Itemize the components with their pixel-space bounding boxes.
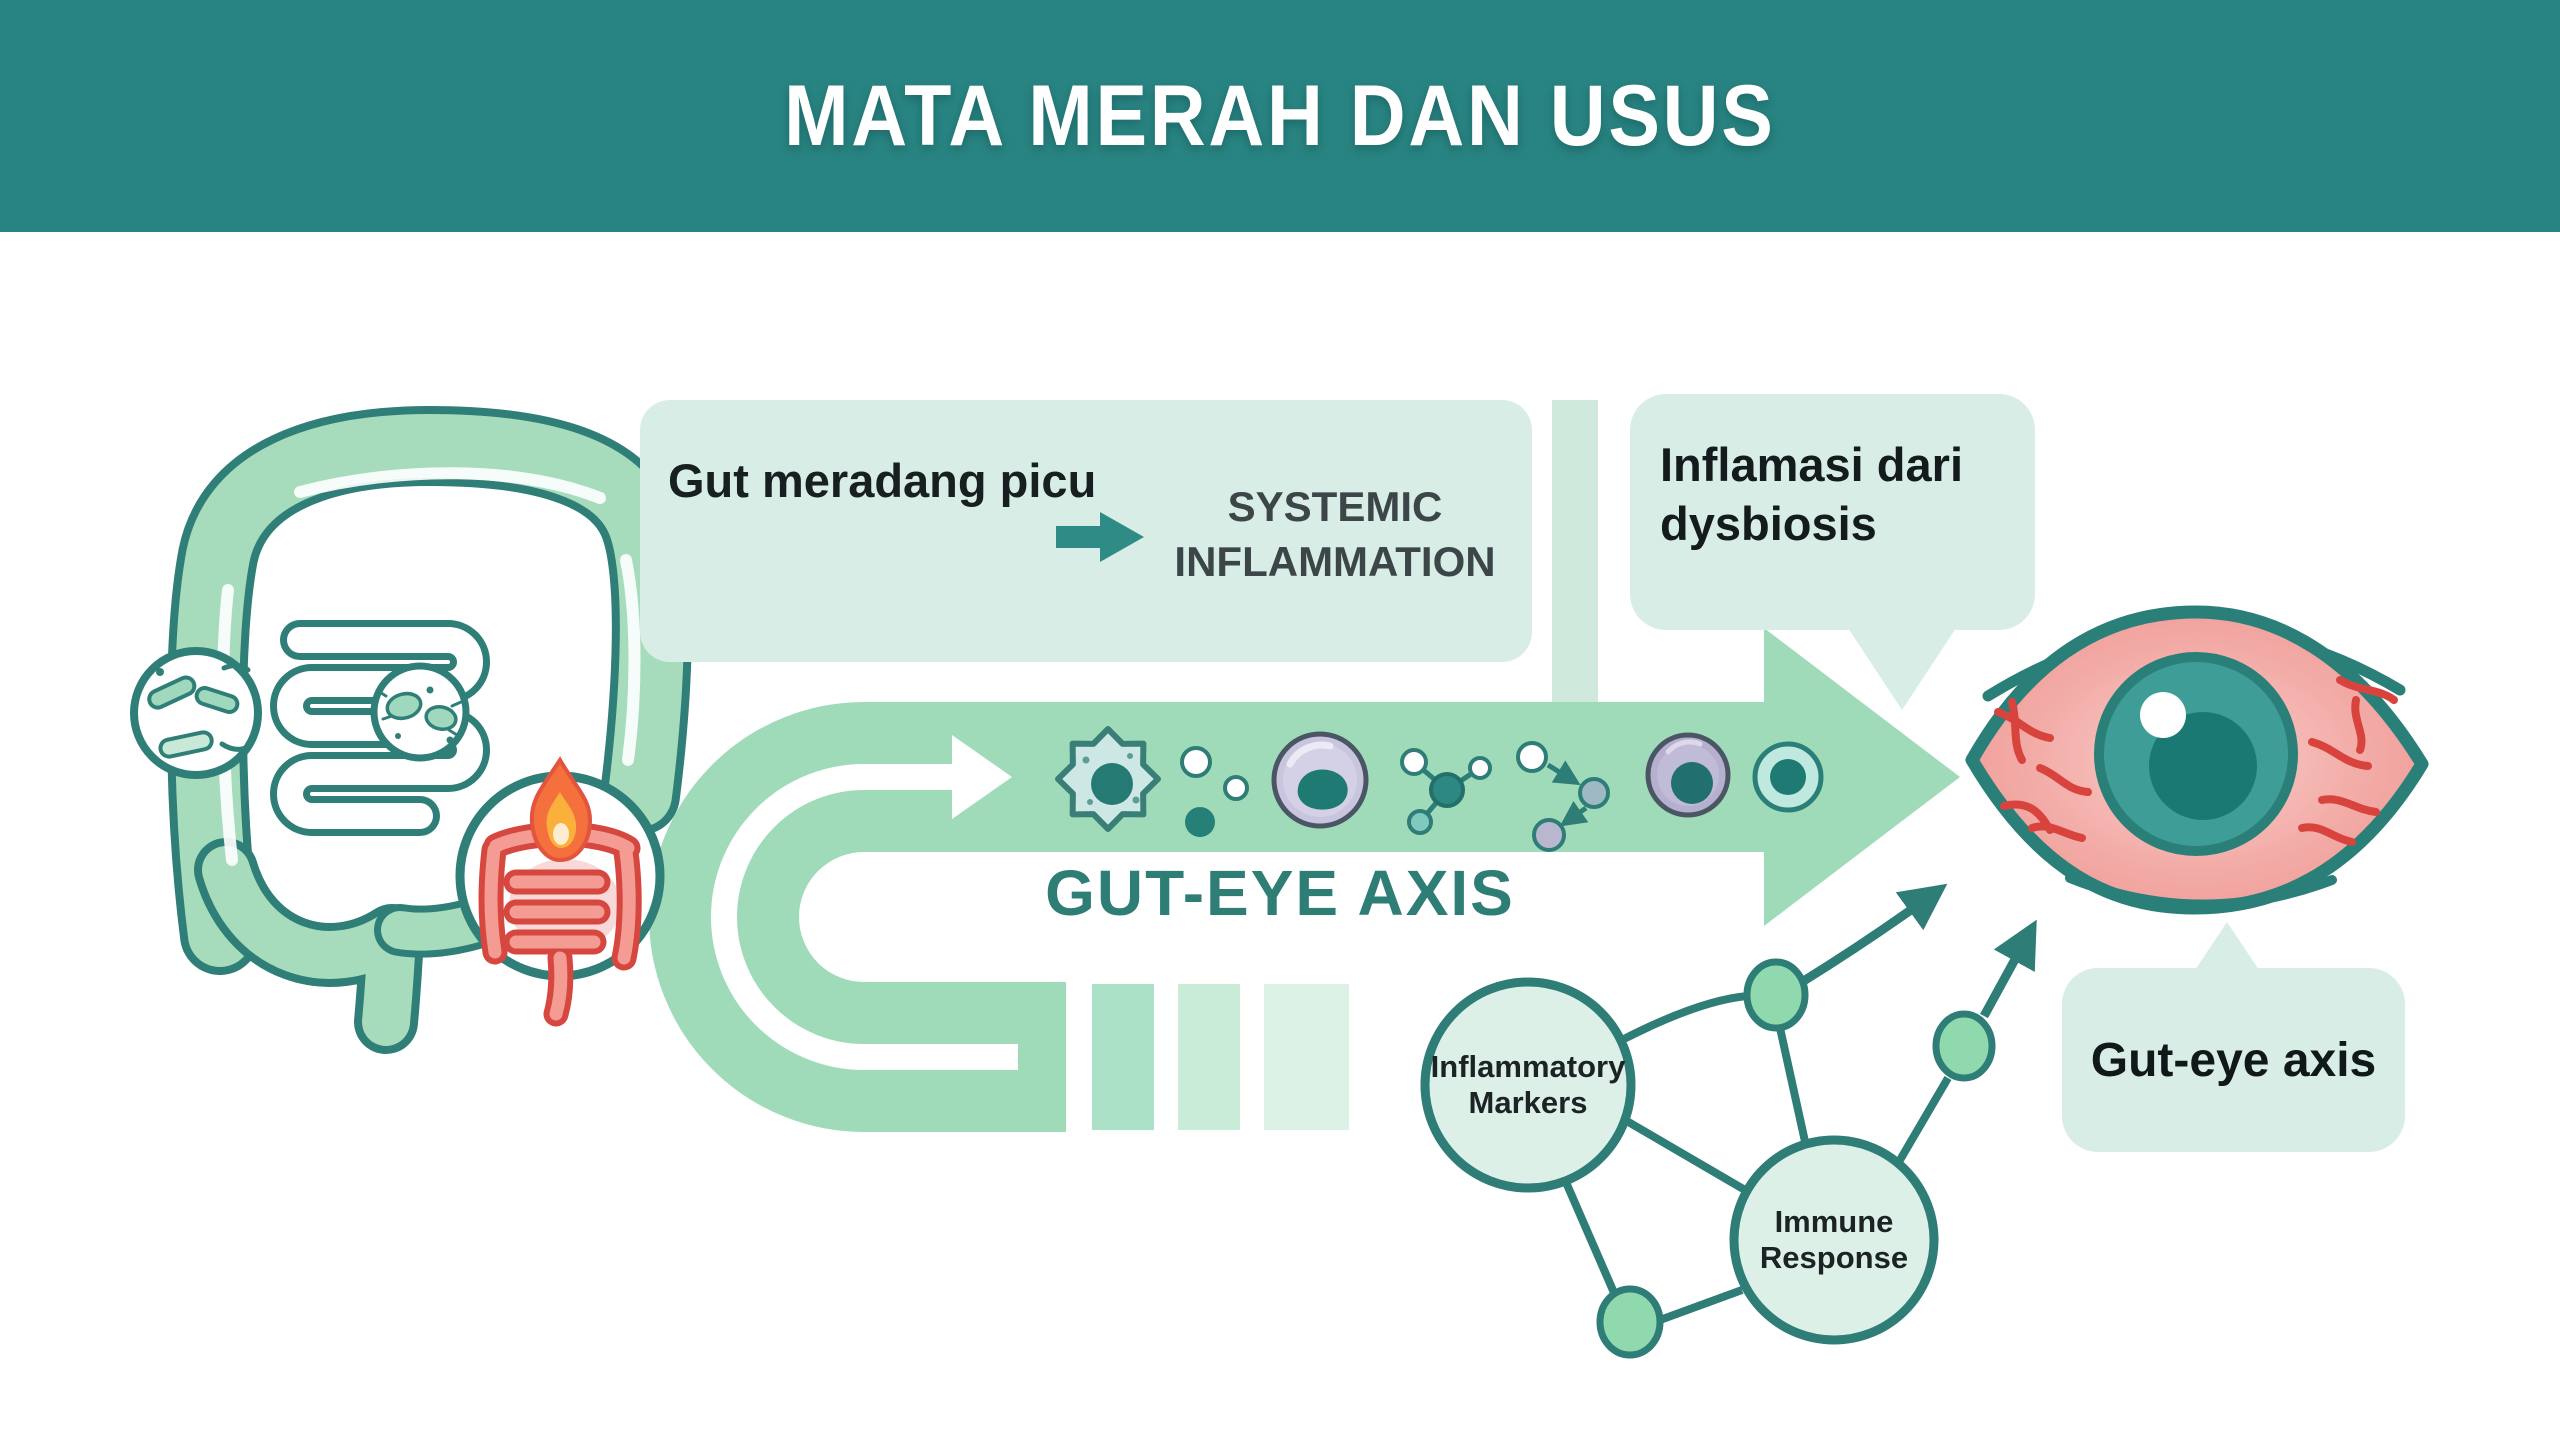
molecule-icon	[1400, 748, 1492, 835]
network-node-icon	[1932, 1010, 1996, 1082]
red-eye-icon	[1965, 605, 2429, 915]
monocyte-icon	[1645, 732, 1731, 818]
page-title: MATA MERAH DAN USUS	[784, 67, 1776, 164]
gut-eye-axis-label: GUT-EYE AXIS	[1045, 857, 1515, 929]
network-diagram	[1420, 883, 2037, 1359]
trigger-right-label: SYSTEMIC INFLAMMATION	[1174, 483, 1496, 585]
fade-bar-3	[1264, 984, 1349, 1130]
macrophage-icon	[1055, 726, 1161, 832]
microbiome-magnifier-icon	[130, 647, 262, 779]
t-cell-icon	[1752, 741, 1824, 813]
gut-eye-bubble-text: Gut-eye axis	[2090, 1033, 2377, 1087]
network-node-icon	[1596, 1285, 1664, 1359]
immune-response-label: Immune Response	[1759, 1204, 1909, 1275]
lower-lid-arc	[2065, 873, 2337, 910]
loop-arrow-icon	[649, 628, 1960, 1132]
inflammatory-markers-circle	[1420, 977, 1636, 1193]
particles-icon	[1180, 746, 1249, 837]
right-arrow-icon	[1054, 508, 1146, 566]
gut-inflammation-icon	[455, 756, 665, 1027]
inflammatory-markers-label: Inflammatory Markers	[1430, 1049, 1626, 1120]
up-right-arrow-icon	[1980, 919, 2037, 1019]
flow-arrowhead	[1764, 628, 1960, 926]
signaling-icon	[1516, 741, 1610, 852]
dysbiosis-speech-bubble: Inflamasi dari dysbiosis	[1630, 394, 2035, 710]
trigger-left-label: Gut meradang picu	[668, 454, 1097, 507]
dysbiosis-bubble-text: Inflamasi dari dysbiosis	[1660, 438, 1963, 550]
fade-bar-2	[1178, 984, 1240, 1130]
colon-icon	[130, 406, 692, 1054]
leukocyte-icon	[1271, 731, 1369, 829]
speech-bubble-tail	[2195, 922, 2259, 970]
immune-response-circle	[1729, 1135, 1939, 1345]
vertical-connector-band	[1552, 400, 1598, 712]
fade-bar-1	[1092, 984, 1154, 1130]
network-node-icon	[1743, 958, 1809, 1032]
header-banner: MATA MERAH DAN USUS	[0, 0, 2560, 232]
eye-highlight	[2140, 692, 2186, 738]
pupil	[2149, 712, 2257, 820]
up-right-arrow-icon	[1799, 883, 1948, 986]
blood-vessels	[1994, 676, 2398, 846]
flame-icon	[529, 756, 593, 863]
gut-eye-speech-bubble: Gut-eye axis	[2062, 922, 2405, 1152]
bacteria-magnifier-icon	[370, 662, 470, 762]
speech-bubble-tail	[1848, 628, 1956, 710]
mediator-icons	[1055, 726, 1824, 852]
trigger-box: Gut meradang picu SYSTEMIC INFLAMMATION	[640, 400, 1532, 662]
white-loop-arrow	[711, 735, 1018, 1070]
